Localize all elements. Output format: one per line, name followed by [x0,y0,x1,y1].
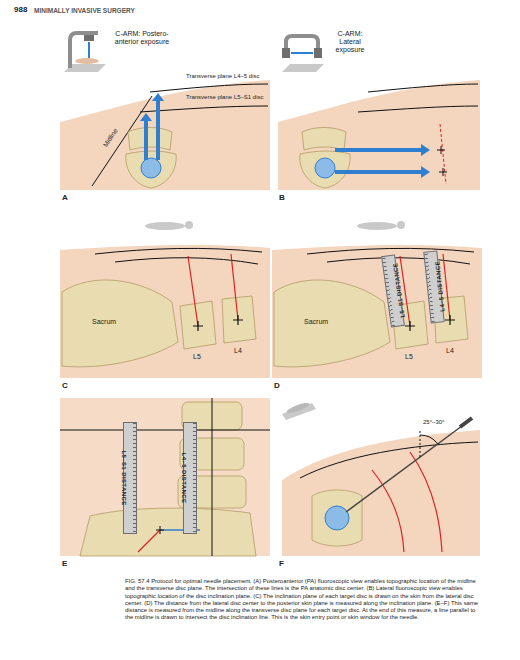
blue-arrow [144,120,148,160]
vertebra-label: L4 [234,347,242,355]
disc-target [325,506,349,530]
cross-mark [437,146,447,176]
transverse-plane-line [150,84,268,92]
c-arm [286,36,318,58]
transverse-plane-line [368,84,478,92]
table [282,64,324,72]
panel-letter: A [62,193,68,202]
vertebra-label: L5 [193,353,201,361]
x-ray-source [282,48,290,58]
page-number: 988 [14,5,27,14]
ruler-text: L5–S1 DISTANCE [120,450,128,505]
vertebra [302,128,346,151]
panel-letter: E [62,559,67,568]
sacrum [62,280,178,367]
cross-mark [193,315,243,331]
vertebra [128,128,172,151]
c-arm-label: C-ARM: Postero-anterior exposure [110,30,174,46]
transverse-plane-line [358,106,478,112]
skin-line [95,248,262,254]
cross-mark [156,526,164,534]
running-head: MINIMALLY INVASIVE SURGERY [34,7,135,14]
ruler-text: L4–5 DISTANCE [180,453,188,504]
disc-target [141,158,161,178]
inclination-line [372,470,404,552]
ruler-band: L4–5 DISTANCE [183,422,197,534]
bone-label: Sacrum [92,318,116,326]
blue-arrow [335,148,422,152]
panel-letter: B [279,193,285,202]
plane-label: Transverse plane L5–S1 disc [186,94,264,101]
sacrum [126,151,176,188]
panel-letter: F [279,559,284,568]
angle-label: 25°–30° [423,419,444,426]
panel-letter: D [274,381,280,390]
inclination-line [188,256,198,326]
vertical-reference [420,430,421,457]
vertebra [312,490,362,546]
skin-line [115,258,258,264]
vertebra-label: L4 [446,347,454,355]
skin-region [60,245,270,378]
sacrum [300,151,350,188]
blue-arrowhead [140,113,152,121]
bone-label: Sacrum [304,318,328,326]
skin-region [278,80,480,190]
blue-arrowhead [421,144,430,156]
blue-arrowhead [421,166,430,178]
blue-arrow [156,100,160,160]
blue-arrow [335,170,422,174]
ruler-band: L5–S1 DISTANCE [123,422,137,534]
skin-region [282,430,480,556]
inclination-line [231,254,238,320]
needle [346,420,470,512]
x-ray-beam [88,42,90,58]
skin-region [60,398,270,556]
skin-region [60,80,270,190]
skin-line [300,442,478,478]
panel-letter: C [62,381,68,390]
figure-caption: FIG. 57.4 Protocol for optimal needle pl… [125,578,480,622]
midline [212,398,213,556]
patient-icon-head [185,221,193,229]
patient-icon [145,222,185,230]
disc-target [315,158,335,178]
transverse-plane-line [60,430,270,431]
sacrum [80,508,256,556]
blue-arrowhead [152,93,164,101]
needle-hub [460,418,472,427]
lateral-view [60,221,270,378]
c-arm-label: C-ARM: Lateral exposure [328,30,372,54]
c-arm [70,33,98,68]
inclination-line [138,530,160,552]
x-ray-detector [314,48,322,58]
vertebra-label: L5 [405,353,413,361]
plane-label: Transverse plane L4–5 disc [186,73,260,80]
angle-arc [420,435,438,444]
lateral-view-copy [272,221,482,378]
patient [75,58,99,64]
x-ray-beam [291,52,313,54]
x-ray-source [84,35,94,41]
inclination-line [410,452,442,552]
patient-icon [286,401,311,415]
